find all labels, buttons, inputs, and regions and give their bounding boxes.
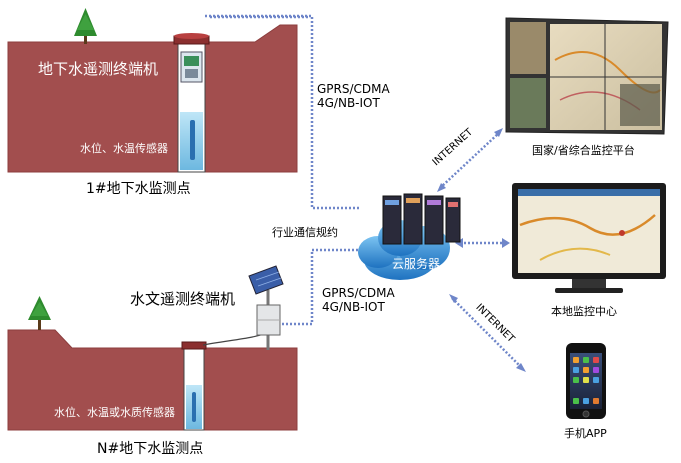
national-platform-label: 国家/省综合监控平台 <box>532 144 635 157</box>
site-n-sensor-label: 水位、水温或水质传感器 <box>54 406 175 419</box>
site-1-caption: 1#地下水监测点 <box>86 181 191 197</box>
cloud-server-icon <box>358 193 461 280</box>
solar-terminal-icon <box>248 265 284 350</box>
monitor-icon <box>512 183 666 293</box>
site-n-terminal-label: 水文遥测终端机 <box>130 290 236 308</box>
link-lines <box>205 14 360 326</box>
upper-link-label-1: GPRS/CDMA <box>317 82 390 96</box>
site-n-caption: N#地下水监测点 <box>97 441 204 457</box>
protocol-label: 行业通信规约 <box>272 226 338 239</box>
upper-link-label-2: 4G/NB-IOT <box>317 96 380 110</box>
well-site-n <box>181 341 207 431</box>
lower-link-label-1: GPRS/CDMA <box>322 286 395 300</box>
app-label: 手机APP <box>564 427 607 440</box>
arrow-heads <box>437 128 526 372</box>
telemetry-terminal-icon <box>180 51 203 83</box>
internet-arrows <box>439 131 523 369</box>
site-1-sensor-label: 水位、水温传感器 <box>80 142 168 155</box>
site-1-terminal-label: 地下水遥测终端机 <box>38 60 159 78</box>
phone-icon <box>566 343 606 419</box>
tree-icon <box>28 296 51 330</box>
tree-icon <box>74 8 97 44</box>
cloud-label: 云服务器 <box>392 257 441 271</box>
local-center-label: 本地监控中心 <box>551 305 617 318</box>
lower-link-label-2: 4G/NB-IOT <box>322 300 385 314</box>
ground-site-n <box>7 329 298 431</box>
video-wall-icon <box>505 17 669 135</box>
ground-site-1 <box>7 24 298 173</box>
